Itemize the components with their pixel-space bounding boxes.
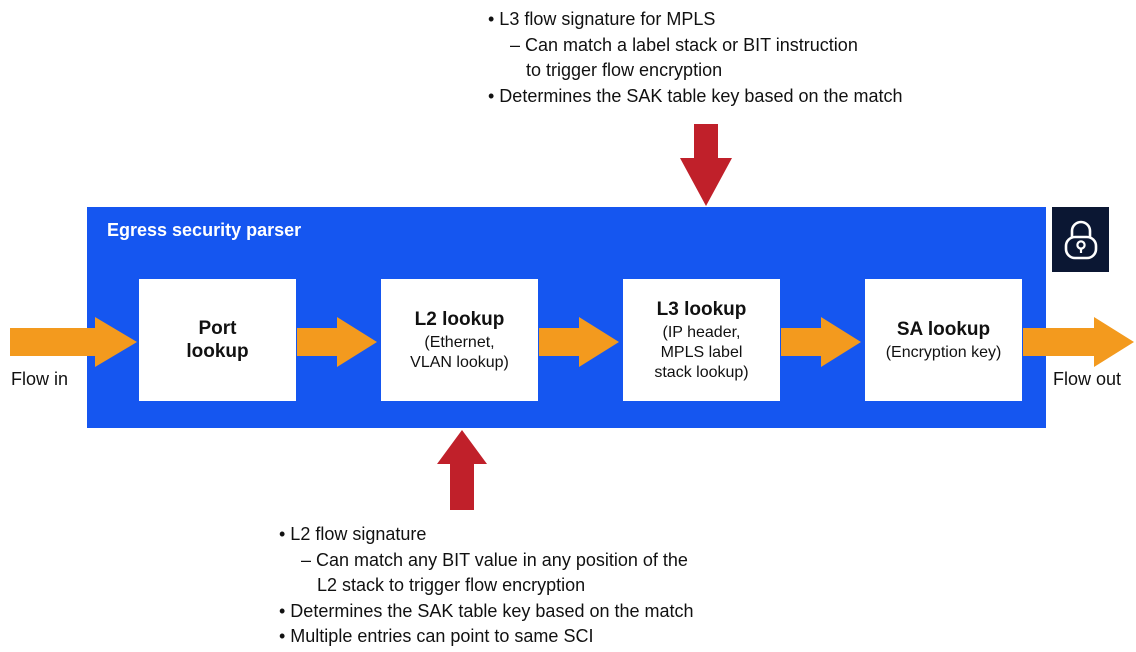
red-down-arrow [680, 124, 732, 206]
block-subtitle: (IP header, MPLS label stack lookup) [654, 323, 749, 381]
top-note: • L3 flow signature for MPLS – Can match… [488, 7, 903, 109]
top-note-line: – Can match a label stack or BIT instruc… [510, 34, 858, 55]
flow-arrow-port-to-l2 [297, 317, 377, 367]
bottom-note-line: • L2 flow signature [279, 524, 427, 544]
egress-security-parser-panel: Egress security parser Port lookup L2 lo… [87, 207, 1046, 428]
top-note-line: • L3 flow signature for MPLS [488, 9, 716, 29]
flow-in-label: Flow in [11, 369, 69, 389]
block-title: L3 lookup [656, 298, 747, 320]
block-subtitle: (Encryption key) [885, 343, 1002, 361]
flow-arrow-l2-to-l3 [539, 317, 619, 367]
block-subtitle: (Ethernet, VLAN lookup) [410, 333, 509, 371]
block-title: SA lookup [896, 318, 991, 340]
bottom-note: • L2 flow signature – Can match any BIT … [279, 522, 694, 650]
bottom-note-line: L2 stack to trigger flow encryption [317, 575, 586, 595]
bottom-note-line: – Can match any BIT value in any positio… [301, 549, 688, 570]
top-note-line: • Determines the SAK table key based on … [488, 85, 903, 106]
port-lookup-block: Port lookup [139, 279, 296, 401]
l2-lookup-block: L2 lookup (Ethernet, VLAN lookup) [381, 279, 538, 401]
top-note-line: to trigger flow encryption [526, 60, 723, 80]
bottom-note-line: • Multiple entries can point to same SCI [279, 626, 594, 646]
lock-badge [1052, 207, 1109, 272]
bottom-note-line: • Determines the SAK table key based on … [279, 600, 694, 621]
panel-title: Egress security parser [107, 220, 302, 240]
block-title: L2 lookup [414, 308, 505, 330]
lock-icon [1064, 220, 1097, 259]
flow-out-arrow [1023, 317, 1134, 367]
flow-in-arrow [10, 317, 137, 367]
flow-out-label: Flow out [1053, 369, 1122, 389]
l3-lookup-block: L3 lookup (IP header, MPLS label stack l… [623, 279, 780, 401]
red-up-arrow [437, 430, 487, 510]
block-title: Port lookup [186, 318, 249, 362]
sa-lookup-block: SA lookup (Encryption key) [865, 279, 1022, 401]
flow-arrow-l3-to-sa [781, 317, 861, 367]
